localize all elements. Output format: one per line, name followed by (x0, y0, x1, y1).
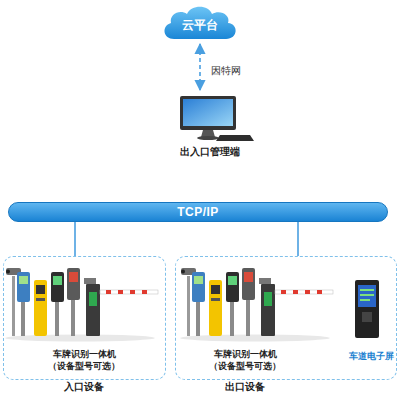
illustration-part (118, 290, 123, 294)
illustration-part (130, 290, 135, 294)
label-holder: 车道电子屏 (344, 350, 398, 363)
terminal-node: 出入口管理端 (158, 92, 262, 160)
group-title: 入口设备 (44, 381, 124, 393)
illustration-part (197, 136, 219, 140)
illustration-part (100, 290, 158, 294)
device-caption: 车牌识别一体机 （设备型号可选） (44, 348, 124, 372)
lane-screen-icon (355, 280, 379, 338)
illustration-part (355, 280, 379, 338)
illustration-part (5, 335, 155, 342)
device-label: 车道电子屏 (344, 350, 398, 363)
illustration-part (36, 298, 45, 301)
device-group (5, 268, 158, 342)
illustration-part (36, 285, 45, 294)
illustration-part (71, 298, 75, 336)
illustration-part (53, 276, 62, 285)
illustration-part (12, 276, 15, 336)
cloud-outline (165, 7, 236, 39)
illustration-part (51, 272, 64, 302)
device-group-box: 车牌识别一体机 （设备型号可选） 入口设备 (3, 256, 166, 398)
computer-icon (180, 96, 254, 141)
node-label: 出入口管理端 (180, 146, 240, 158)
connector (74, 222, 76, 256)
illustration-part (201, 130, 215, 137)
illustration-part (180, 96, 236, 130)
illustration-part (55, 300, 59, 336)
illustration-part (17, 272, 30, 302)
illustration-part (362, 312, 372, 322)
illustration-part (19, 276, 28, 284)
device-group-box: 车牌识别一体机 （设备型号可选） 出口设备 (175, 256, 397, 398)
illustration-part (86, 284, 100, 336)
illustration-part (216, 135, 254, 141)
illustration-part (183, 99, 233, 126)
edge-label-holder: 因特网 (210, 60, 242, 78)
illustration-part (360, 289, 374, 291)
device-caption: 车牌识别一体机 （设备型号可选） (205, 348, 285, 372)
group-title: 出口设备 (205, 381, 285, 393)
dashed-frame (175, 256, 397, 380)
illustration-part (34, 280, 47, 336)
illustration-part (360, 294, 374, 296)
node-label: TCP/IP (177, 205, 219, 219)
node-label: 云平台 (182, 17, 218, 34)
illustration-part (358, 285, 376, 307)
device-group (180, 268, 333, 342)
illustration-part (360, 299, 370, 301)
illustration-part (84, 278, 96, 284)
edge-label: 因特网 (210, 65, 242, 76)
illustration-part (69, 272, 78, 282)
illustration-part (142, 290, 147, 294)
connector (199, 44, 201, 90)
illustration-part (89, 292, 97, 306)
illustration-part (6, 270, 10, 274)
network-bus: TCP/IP (8, 202, 388, 222)
illustration-part (21, 300, 25, 336)
connector (297, 222, 299, 256)
cloud-node: 云平台 (160, 2, 240, 42)
illustration-part (106, 290, 111, 294)
illustration-part (67, 268, 80, 300)
